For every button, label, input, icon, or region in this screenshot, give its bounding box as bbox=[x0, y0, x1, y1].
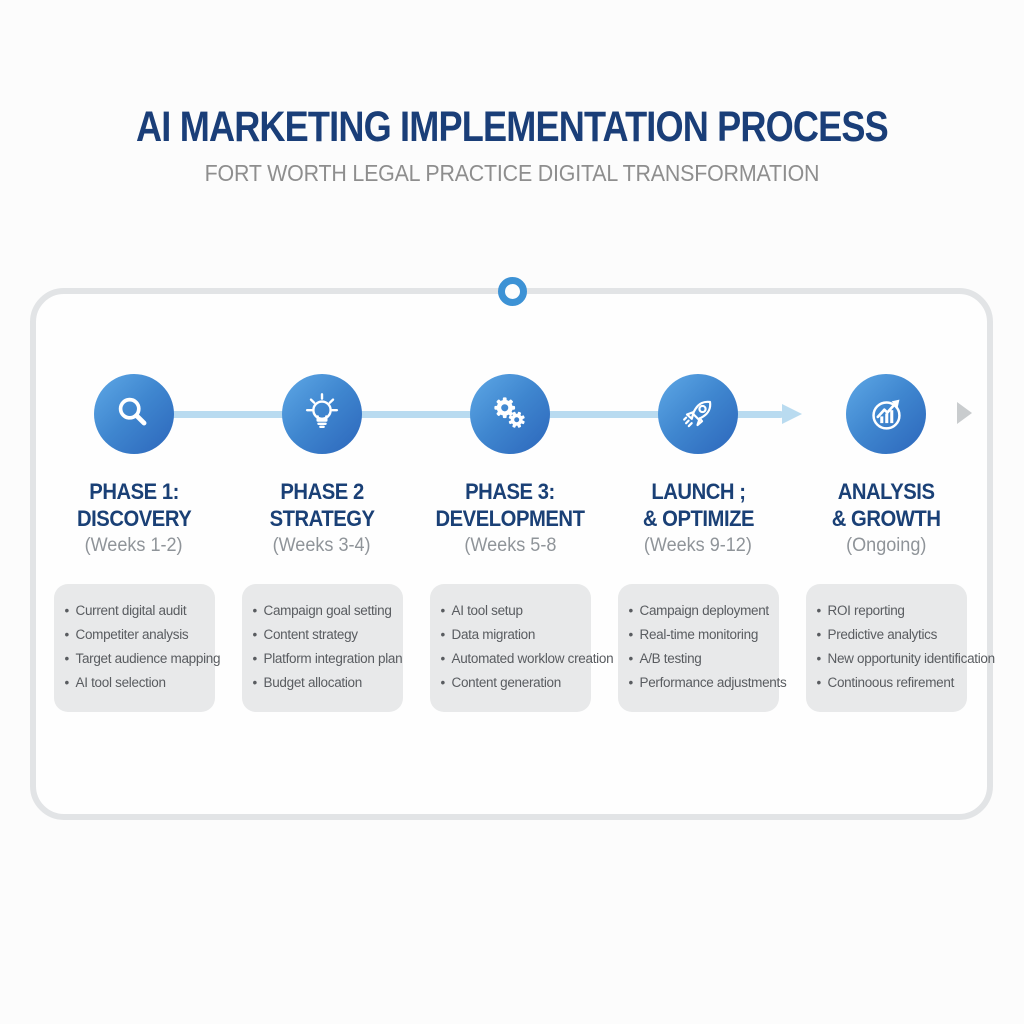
list-item: Content strategy bbox=[252, 623, 397, 647]
right-chevron-icon bbox=[957, 402, 972, 424]
list-item: Target audience mapping bbox=[64, 647, 221, 671]
phase-title: ANALYSIS& GROWTH bbox=[831, 479, 941, 531]
timeline-line bbox=[134, 411, 784, 418]
phase-weeks: (Weeks 5-8 bbox=[464, 535, 556, 556]
list-item: Performance adjustments bbox=[628, 671, 787, 695]
list-item: Automated worklow creation bbox=[440, 647, 614, 671]
list-item: AI tool setup bbox=[440, 599, 585, 623]
list-item: ROI reporting bbox=[816, 599, 961, 623]
phase-icon-circle bbox=[470, 374, 550, 454]
ring-marker-icon bbox=[498, 277, 527, 306]
rocket-icon bbox=[683, 400, 712, 428]
list-item: A/B testing bbox=[628, 647, 773, 671]
phase-weeks: (Weeks 1-2) bbox=[85, 535, 183, 556]
phase-icon-circle bbox=[94, 374, 174, 454]
gears-icon bbox=[494, 397, 525, 428]
list-item: Continoous refirement bbox=[816, 671, 961, 695]
phase-title: PHASE 1:DISCOVERY bbox=[76, 479, 192, 531]
growth-chart-icon bbox=[872, 399, 901, 430]
phase-title: PHASE 3:DEVELOPMENT bbox=[435, 479, 585, 531]
phase-weeks: (Weeks 3-4) bbox=[273, 535, 371, 556]
list-item: Campaign deployment bbox=[628, 599, 773, 623]
list-item: New opportunity identification bbox=[816, 647, 996, 671]
timeline-arrow-icon bbox=[782, 404, 802, 424]
magnifier-icon bbox=[118, 397, 147, 426]
list-item: Real-time monitoring bbox=[628, 623, 773, 647]
list-item: Campaign goal setting bbox=[252, 599, 397, 623]
phase-column-analysis: ANALYSIS& GROWTH (Ongoing) ROI reporting… bbox=[792, 374, 996, 712]
phase-icon-circle bbox=[282, 374, 362, 454]
list-item: Platform integration plan bbox=[252, 647, 403, 671]
phase-column-discovery: PHASE 1:DISCOVERY (Weeks 1-2) Current di… bbox=[40, 374, 228, 712]
phase-weeks: (Weeks 9-12) bbox=[643, 535, 753, 556]
page-subtitle: FORT WORTH LEGAL PRACTICE DIGITAL TRANSF… bbox=[204, 160, 820, 186]
process-card: PHASE 1:DISCOVERY (Weeks 1-2) Current di… bbox=[30, 288, 996, 820]
list-item: Current digital audit bbox=[64, 599, 209, 623]
phase-items-box: Campaign goal setting Content strategy P… bbox=[241, 584, 403, 712]
phase-icon-circle bbox=[658, 374, 738, 454]
phase-title: LAUNCH ;& OPTIMIZE bbox=[642, 479, 754, 531]
phase-column-development: PHASE 3:DEVELOPMENT (Weeks 5-8 AI tool s… bbox=[416, 374, 614, 712]
page-title: AI MARKETING IMPLEMENTATION PROCESS bbox=[136, 103, 889, 151]
list-item: Budget allocation bbox=[252, 671, 397, 695]
list-item: Predictive analytics bbox=[816, 623, 961, 647]
list-item: AI tool selection bbox=[64, 671, 209, 695]
phase-items-box: AI tool setup Data migration Automated w… bbox=[429, 584, 614, 712]
list-item: Competiter analysis bbox=[64, 623, 209, 647]
list-item: Data migration bbox=[440, 623, 585, 647]
phase-columns: PHASE 1:DISCOVERY (Weeks 1-2) Current di… bbox=[40, 374, 996, 712]
phase-icon-circle bbox=[846, 374, 926, 454]
lightbulb-icon bbox=[305, 393, 339, 429]
phase-column-launch: LAUNCH ;& OPTIMIZE (Weeks 9-12) Campaign… bbox=[604, 374, 792, 712]
phase-items-box: Campaign deployment Real-time monitoring… bbox=[617, 584, 787, 712]
phase-items-box: Current digital audit Competiter analysi… bbox=[53, 584, 221, 712]
phase-items-box: ROI reporting Predictive analytics New o… bbox=[805, 584, 996, 712]
list-item: Content generation bbox=[440, 671, 585, 695]
phase-weeks: (Ongoing) bbox=[845, 535, 927, 556]
